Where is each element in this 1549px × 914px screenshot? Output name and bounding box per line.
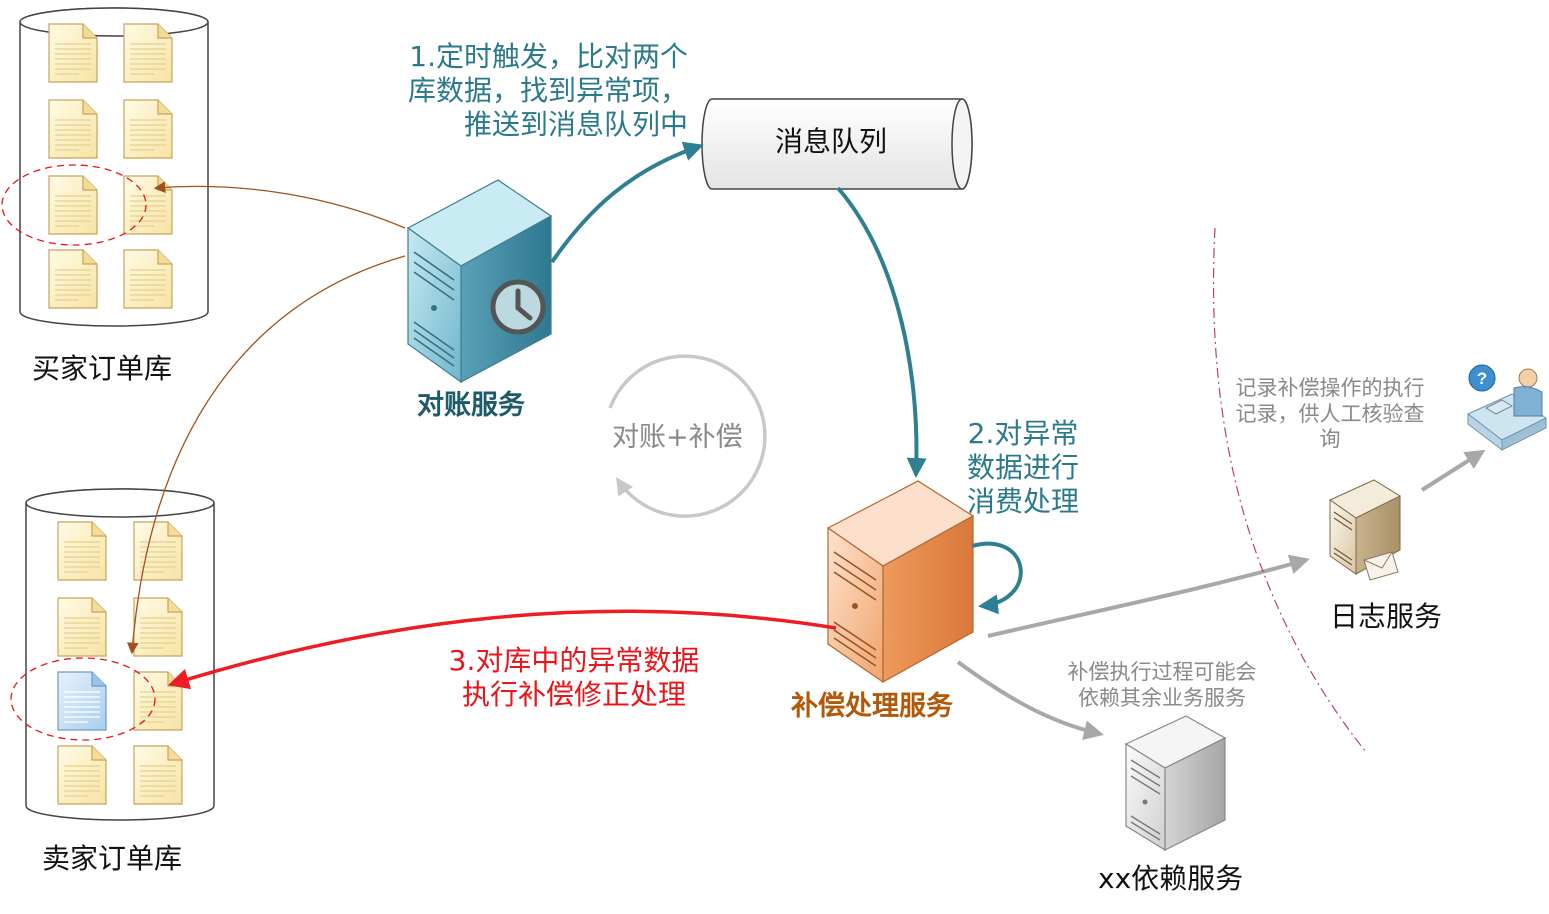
buyer-db-label: 买家订单库 [32,352,173,385]
buyer-order-db [1,7,209,327]
arrow-reconcile-to-buyer-db [153,181,406,229]
arrow-log-to-operator [1420,449,1486,492]
cycle-arrow [608,354,767,518]
step1-text: 1.定时触发，比对两个 库数据，找到异常项， 推送到消息队列中 [407,40,688,142]
log-service-label: 日志服务 [1330,600,1443,633]
reconcile-server [406,179,553,384]
reconcile-service-label: 对账服务 [417,390,525,421]
envelope-icon [1363,551,1399,581]
arrow-compensate-self-loop [971,541,1023,615]
arrow-reconcile-to-queue [550,141,704,264]
clock-icon [490,279,546,335]
step3-text: 3.对库中的异常数据 执行补偿修正处理 [448,644,700,712]
arrow-compensate-to-seller-db [167,609,837,690]
buyer-anomaly-highlight [1,164,147,246]
arrow-compensate-to-dependency [956,660,1104,740]
svg-text:?: ? [1477,369,1487,388]
seller-anomaly-highlight [10,657,156,741]
dependency-note: 补偿执行过程可能会 依赖其余业务服务 [1067,660,1257,710]
dependency-service-label: xx依赖服务 [1098,862,1244,895]
arrow-compensate-to-log [987,554,1310,638]
compensate-server [826,480,975,684]
question-bubble-icon: ? [1468,364,1496,392]
arrow-reconcile-to-seller-db [126,255,406,655]
message-queue [701,98,973,190]
seller-db-label: 卖家订单库 [42,842,183,875]
log-note: 记录补偿操作的执行 记录，供人工核验查 询 [1235,376,1425,452]
dependency-server [1124,715,1227,852]
seller-order-db [10,488,215,821]
step2-text: 2.对异常 数据进行 消费处理 [966,417,1079,519]
queue-label: 消息队列 [775,125,888,158]
cycle-label: 对账+补偿 [612,422,743,453]
operator-icon: ? [1467,364,1547,452]
compensate-service-label: 补偿处理服务 [791,691,953,722]
arrow-queue-to-compensate [836,186,927,478]
log-server [1328,479,1402,581]
